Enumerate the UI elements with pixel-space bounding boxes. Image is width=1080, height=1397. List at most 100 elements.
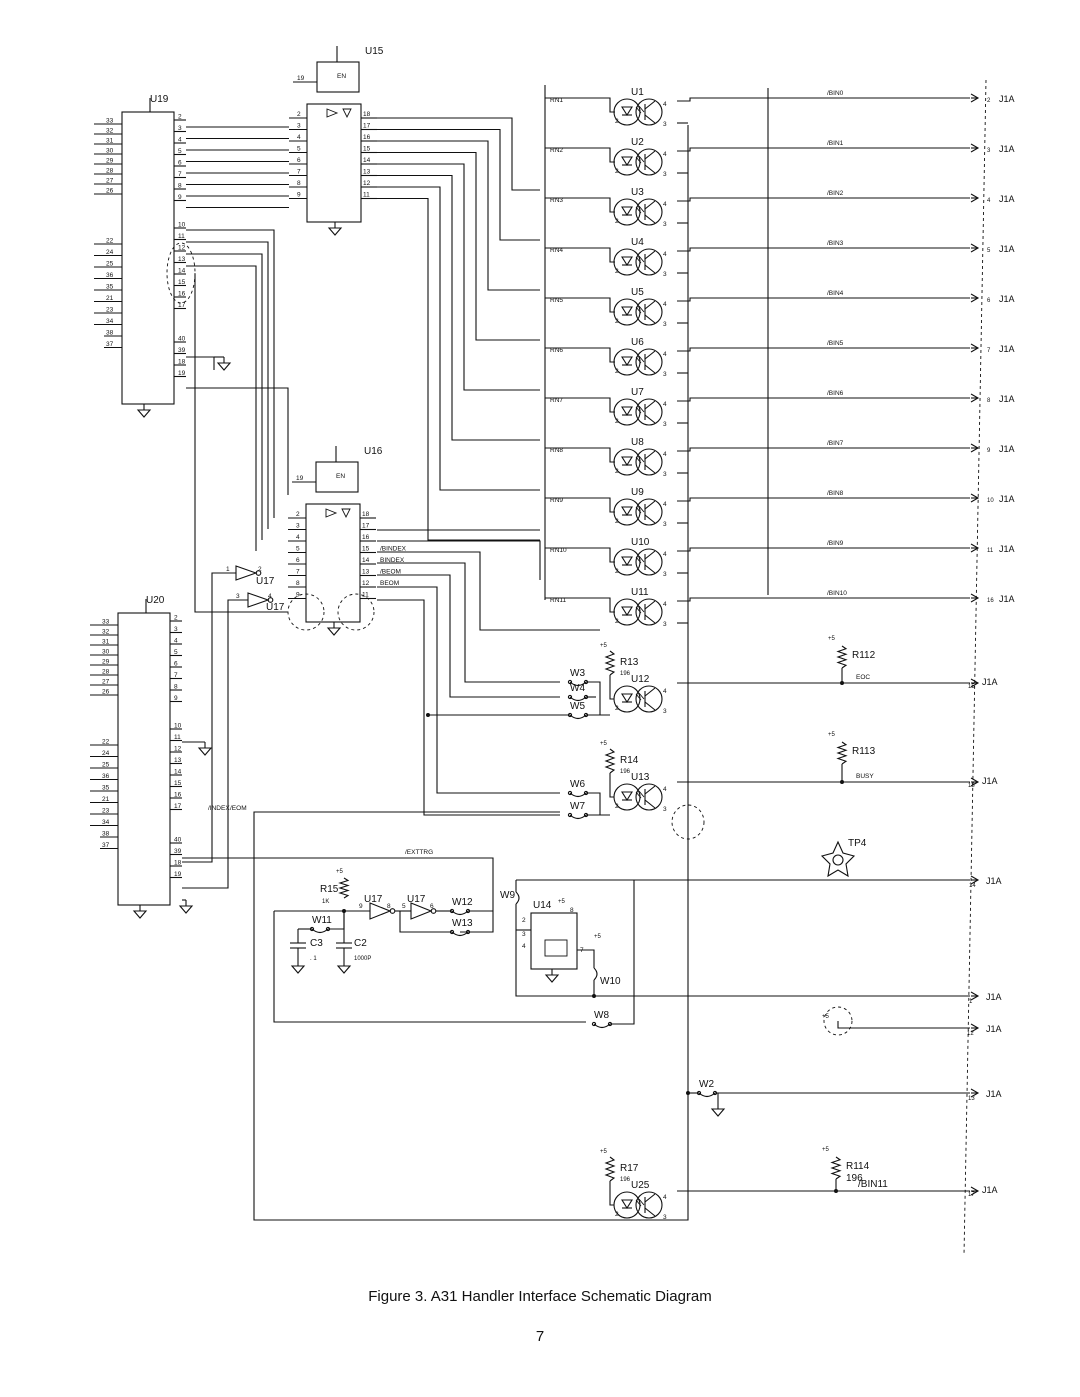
jumper-arc xyxy=(569,714,587,720)
transistor-emitter xyxy=(644,514,656,524)
pin-number: 2 xyxy=(258,566,262,573)
pin-number: 13 xyxy=(178,256,186,263)
pin-number: 24 xyxy=(102,750,110,757)
resistor-zigzag xyxy=(604,650,616,676)
ground-symbol xyxy=(197,742,213,756)
resistor-label: R112 xyxy=(852,650,876,661)
light-arrow xyxy=(635,506,642,514)
inverter-bubble xyxy=(430,908,437,914)
transistor-emitter xyxy=(644,1207,656,1217)
bus-wire xyxy=(186,253,263,540)
resistor-network-label: RN10 xyxy=(550,547,567,554)
connector-pin: 9 xyxy=(987,448,991,454)
pin-number: 7 xyxy=(296,569,300,576)
connector-pin: 5 xyxy=(987,248,991,254)
pin-number: 4 xyxy=(268,593,272,600)
bus-wire xyxy=(377,574,560,698)
pin-number: 39 xyxy=(174,848,182,855)
light-arrow xyxy=(635,1199,642,1207)
supply-label: +5 xyxy=(822,1147,830,1153)
jumper-label: W5 xyxy=(570,701,585,712)
inverter-u17d xyxy=(410,902,433,920)
pin-number: 16 xyxy=(174,792,182,799)
connector-pin: 1 xyxy=(969,999,973,1005)
bus-wire xyxy=(377,163,540,391)
output-wire xyxy=(677,97,970,102)
resistor-zigzag xyxy=(604,1156,616,1182)
transistor-emitter xyxy=(644,164,656,174)
jumper-arc xyxy=(311,928,329,934)
aux-signal-label: /BIN11 xyxy=(858,1179,888,1190)
pin-number: 4 xyxy=(663,551,667,558)
opto-transistor-circle xyxy=(635,298,663,326)
pin-number: 4 xyxy=(663,101,667,108)
pin-number: 3 xyxy=(663,321,667,328)
jumper-label: W2 xyxy=(699,1079,714,1090)
pin-number: 4 xyxy=(663,1194,667,1201)
pin-number: 2 xyxy=(178,114,182,121)
resistor-network-label: RN6 xyxy=(550,347,563,354)
transistor-collector xyxy=(644,150,656,160)
connector-label: J1A xyxy=(982,677,998,687)
pin-number: 2 xyxy=(296,511,300,518)
pin-number: 4 xyxy=(297,134,301,141)
rn-wire xyxy=(545,497,615,513)
transistor-collector xyxy=(644,785,656,795)
buffer-mark xyxy=(325,508,338,518)
pin-number: 37 xyxy=(102,842,110,849)
rn-wire xyxy=(545,297,615,313)
pin-number: 3 xyxy=(663,521,667,528)
transistor-collector xyxy=(644,600,656,610)
pin-number: 22 xyxy=(106,238,114,245)
inverter-bubble xyxy=(255,570,262,576)
ic-body xyxy=(117,612,171,906)
pin-number: 4 xyxy=(663,251,667,258)
pin-number: 28 xyxy=(102,669,110,676)
light-arrow xyxy=(638,790,645,798)
pin-number: 31 xyxy=(106,138,114,145)
wire xyxy=(273,911,586,1023)
pin-number: 2 xyxy=(615,368,619,375)
transistor-emitter xyxy=(644,364,656,374)
pin-number: 4 xyxy=(663,501,667,508)
jumper-arc xyxy=(569,792,587,798)
output-wire xyxy=(677,397,970,402)
opto-label: U12 xyxy=(631,674,650,685)
opto-transistor-circle xyxy=(635,248,663,276)
resistor-value: 196 xyxy=(620,1177,631,1183)
pin-number: 34 xyxy=(102,819,110,826)
pin-number: 2 xyxy=(522,917,526,924)
pin-number: 3 xyxy=(663,421,667,428)
light-arrow xyxy=(635,106,642,114)
jumper-w12: W12 xyxy=(449,897,473,916)
opto-label: U4 xyxy=(631,237,644,248)
light-arrow xyxy=(635,791,642,799)
jumper-pad xyxy=(567,694,573,700)
output-wire xyxy=(677,547,970,552)
connector-boundary xyxy=(963,79,987,1256)
pin-number: 9 xyxy=(174,695,178,702)
connector-pin: 12 xyxy=(967,1031,974,1037)
pin-number: 4 xyxy=(663,201,667,208)
ground-triangle xyxy=(132,910,148,919)
signal-label: /BINDEX xyxy=(380,546,407,553)
pin-number: 3 xyxy=(663,708,667,715)
resistor-label: R13 xyxy=(620,657,639,668)
extrig-wire xyxy=(182,857,494,933)
ground-triangle xyxy=(710,1108,726,1117)
enable-block xyxy=(316,61,360,93)
transistor-collector xyxy=(644,350,656,360)
connector-pin: 10 xyxy=(987,498,994,504)
pin-number: 12 xyxy=(363,180,371,187)
pin-number: 3 xyxy=(663,621,667,628)
output-wire xyxy=(837,1021,970,1029)
opto-label: U6 xyxy=(631,337,644,348)
pin-number: 2 xyxy=(615,318,619,325)
light-arrow xyxy=(638,155,645,163)
ic-u20: U203332313029282726222425363521233438372… xyxy=(90,595,182,919)
pin-number: 38 xyxy=(102,831,110,838)
